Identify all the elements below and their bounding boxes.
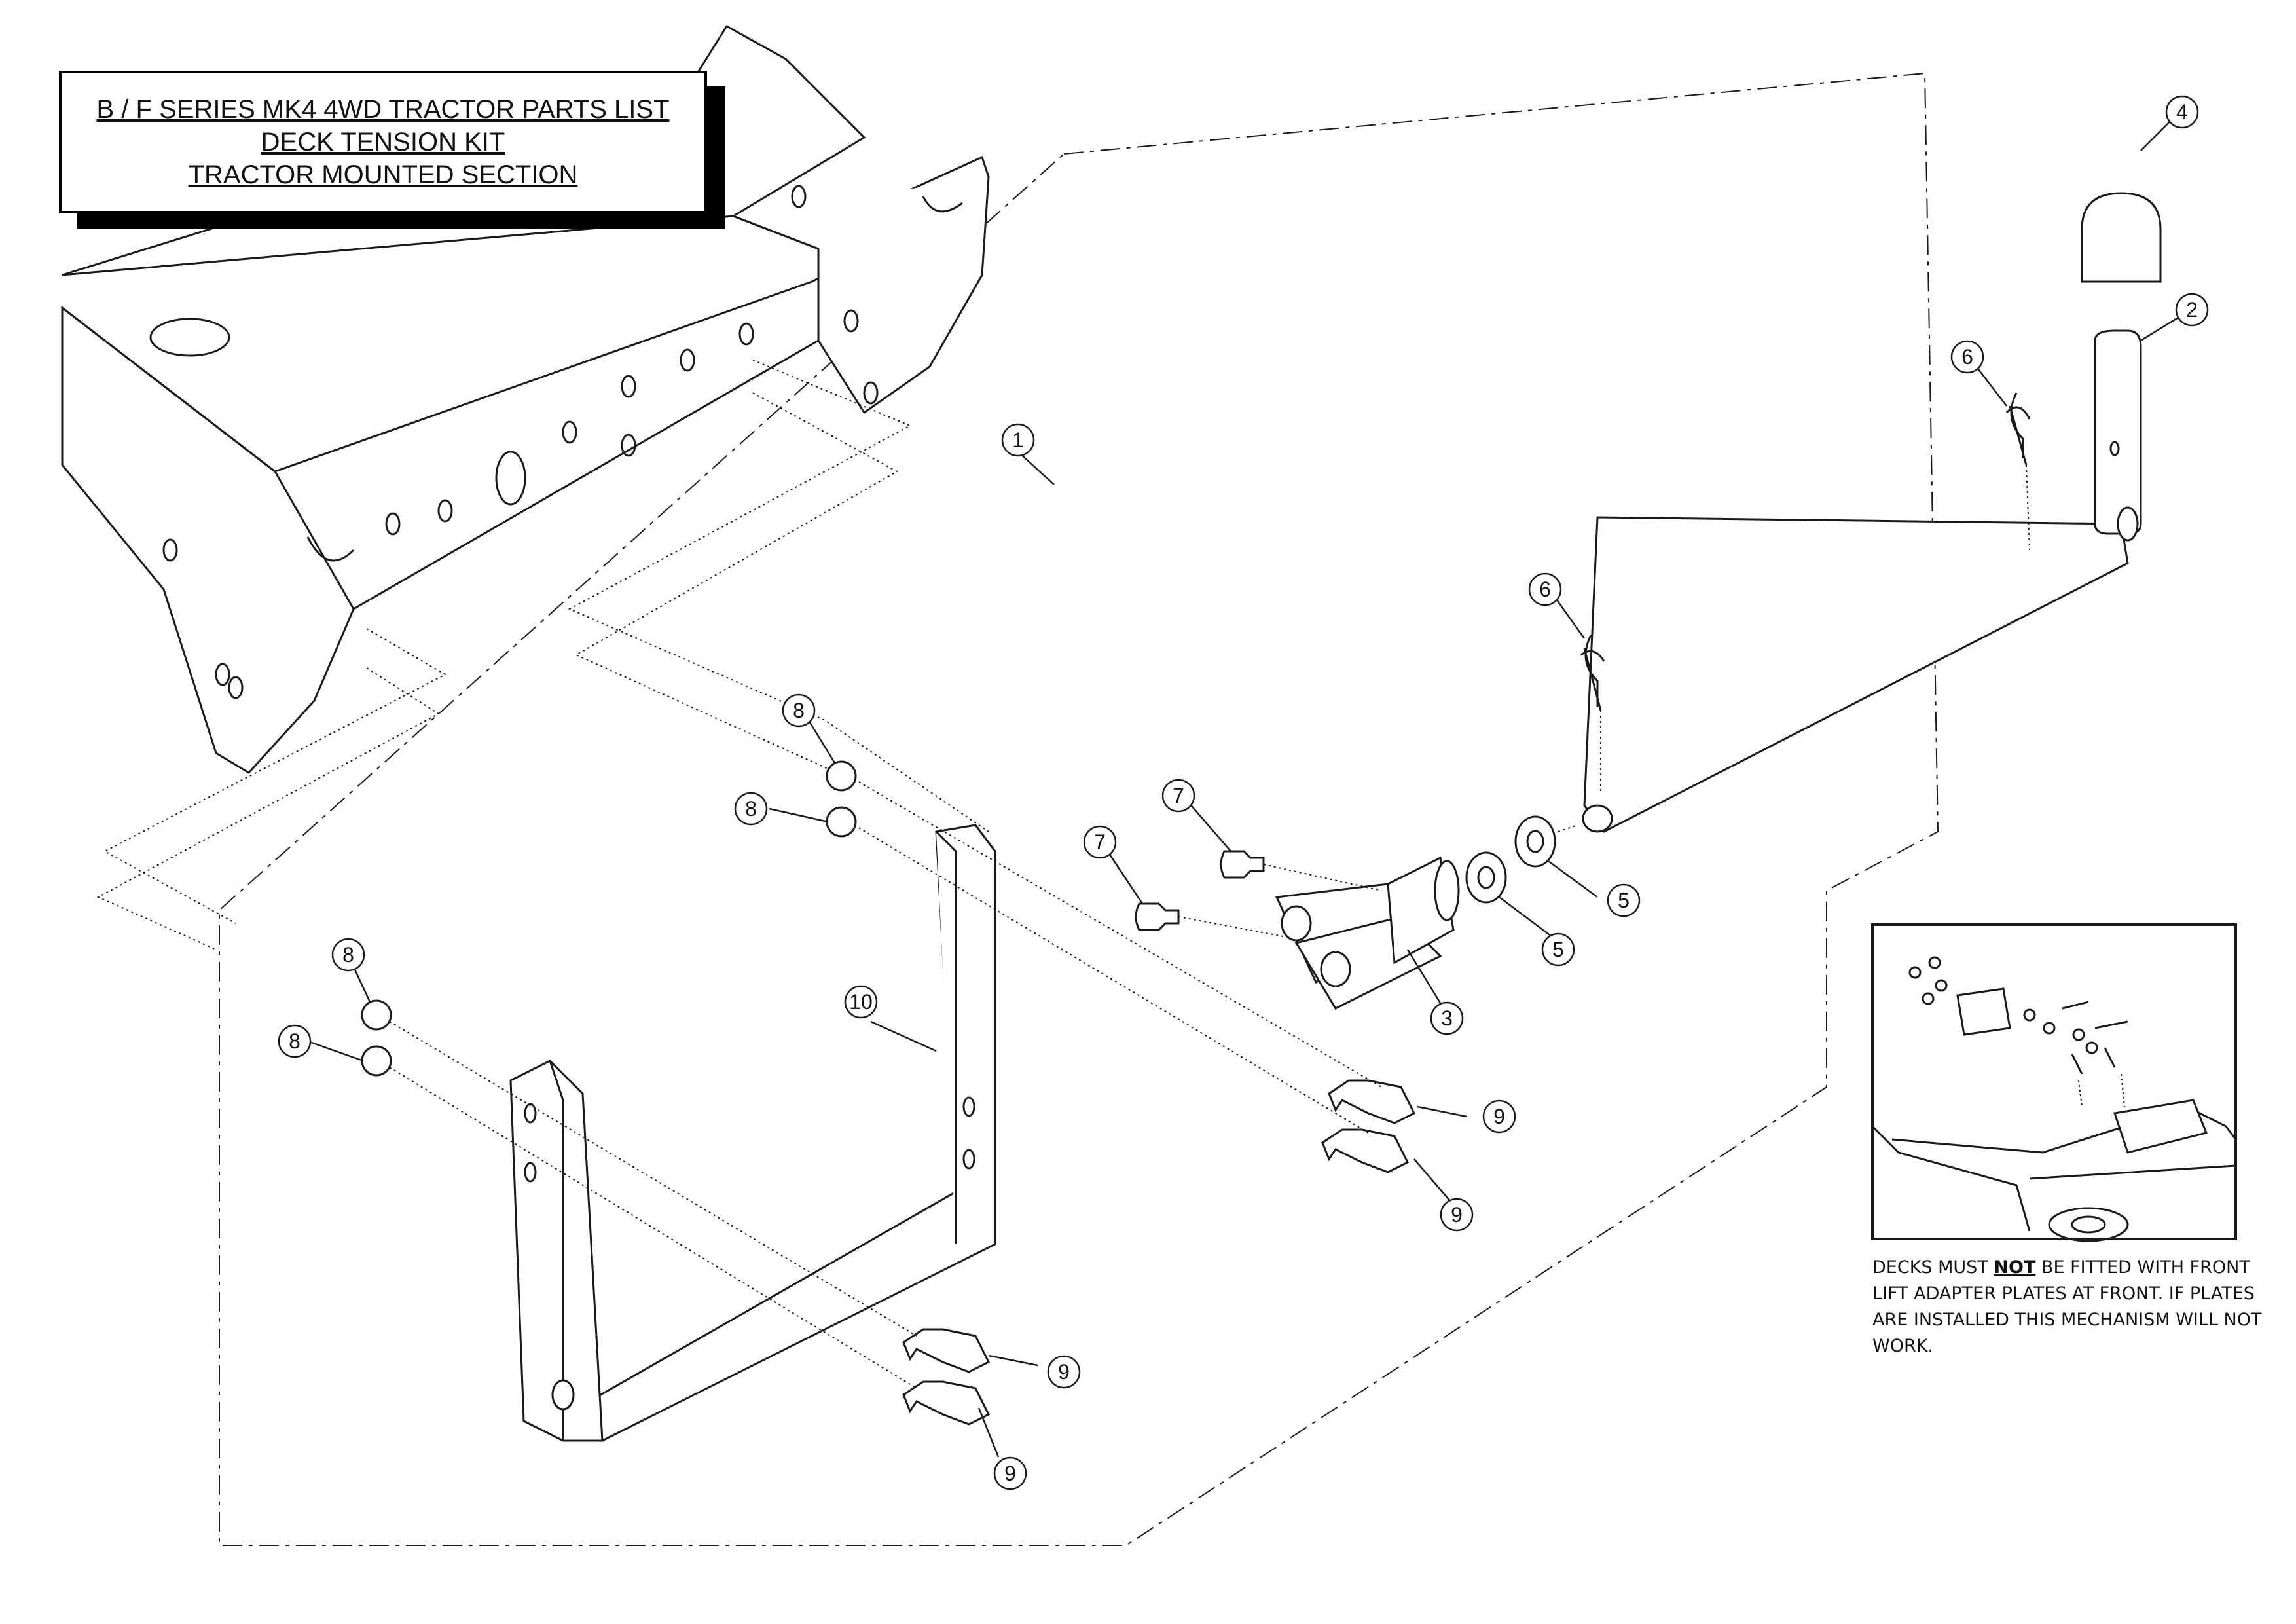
title-line-3: TRACTOR MOUNTED SECTION (188, 160, 578, 189)
callout-4: 4 (2176, 100, 2188, 124)
callout-circles (278, 95, 2209, 1490)
part-9-bolt (1321, 1128, 1410, 1173)
part-3-pivot-bracket (1275, 856, 1460, 1010)
title-line-2: DECK TENSION KIT (261, 128, 505, 157)
callout-2: 2 (2186, 298, 2198, 322)
part-7-clevis-pin (1135, 902, 1180, 931)
part-9-bolt (1328, 1079, 1416, 1124)
inset-detail (1871, 923, 2237, 1242)
part-8-nut (826, 760, 857, 792)
alignment-lines-frame (96, 360, 989, 950)
callout-9a: 9 (1493, 1105, 1505, 1128)
callout-5a: 5 (1618, 889, 1630, 912)
part-5-washer (1465, 851, 1507, 904)
callout-8a: 8 (793, 699, 805, 722)
part-7-clevis-pin (1220, 850, 1265, 879)
callout-10: 10 (849, 990, 873, 1014)
part-4-end-cap (2081, 192, 2162, 283)
callout-6b: 6 (1539, 578, 1551, 601)
note-emphasis: NOT (1994, 1257, 2036, 1278)
callout-5b: 5 (1552, 938, 1564, 961)
part-6-lynch-pin-upper (2005, 392, 2031, 466)
callout-7b: 7 (1094, 830, 1106, 854)
alignment-lines-parts (389, 464, 2030, 1389)
part-5-washer (1514, 815, 1556, 868)
part-8-nut (826, 806, 857, 838)
part-8-nut (361, 999, 392, 1031)
title-box: B / F SERIES MK4 4WD TRACTOR PARTS LIST … (59, 71, 707, 213)
callout-1: 1 (1012, 428, 1024, 452)
callout-8b: 8 (745, 797, 757, 821)
kit-boundary (219, 72, 1939, 1546)
callout-4: 3 (1441, 1006, 1453, 1030)
part-2-pivot-shaft (1582, 329, 2142, 833)
tractor-chassis (61, 24, 990, 774)
note-post: BE FITTED WITH FRONT LIFT ADAPTER PLATES… (1872, 1257, 2262, 1356)
callout-8c: 8 (342, 943, 354, 967)
callout-9b: 9 (1451, 1203, 1463, 1227)
leader-lines (307, 117, 2184, 1458)
part-6-lynch-pin-lower (1580, 635, 1605, 711)
callout-8d: 8 (289, 1029, 301, 1053)
part-8-nut (361, 1045, 392, 1077)
note-pre: DECKS MUST (1872, 1257, 1994, 1278)
callout-9d: 9 (1004, 1462, 1016, 1485)
callout-labels: 1 2 3 4 5 5 6 6 7 7 8 8 8 8 9 9 9 9 10 (289, 100, 2198, 1485)
callout-7a: 7 (1173, 784, 1184, 807)
part-9-bolt (902, 1380, 991, 1426)
callout-6a: 6 (1961, 345, 1973, 369)
part-9-bolt (902, 1328, 991, 1373)
callout-9c: 9 (1058, 1360, 1070, 1384)
title-line-1: B / F SERIES MK4 4WD TRACTOR PARTS LIST (96, 95, 670, 124)
inset-note: DECKS MUST NOT BE FITTED WITH FRONT LIFT… (1872, 1255, 2278, 1359)
